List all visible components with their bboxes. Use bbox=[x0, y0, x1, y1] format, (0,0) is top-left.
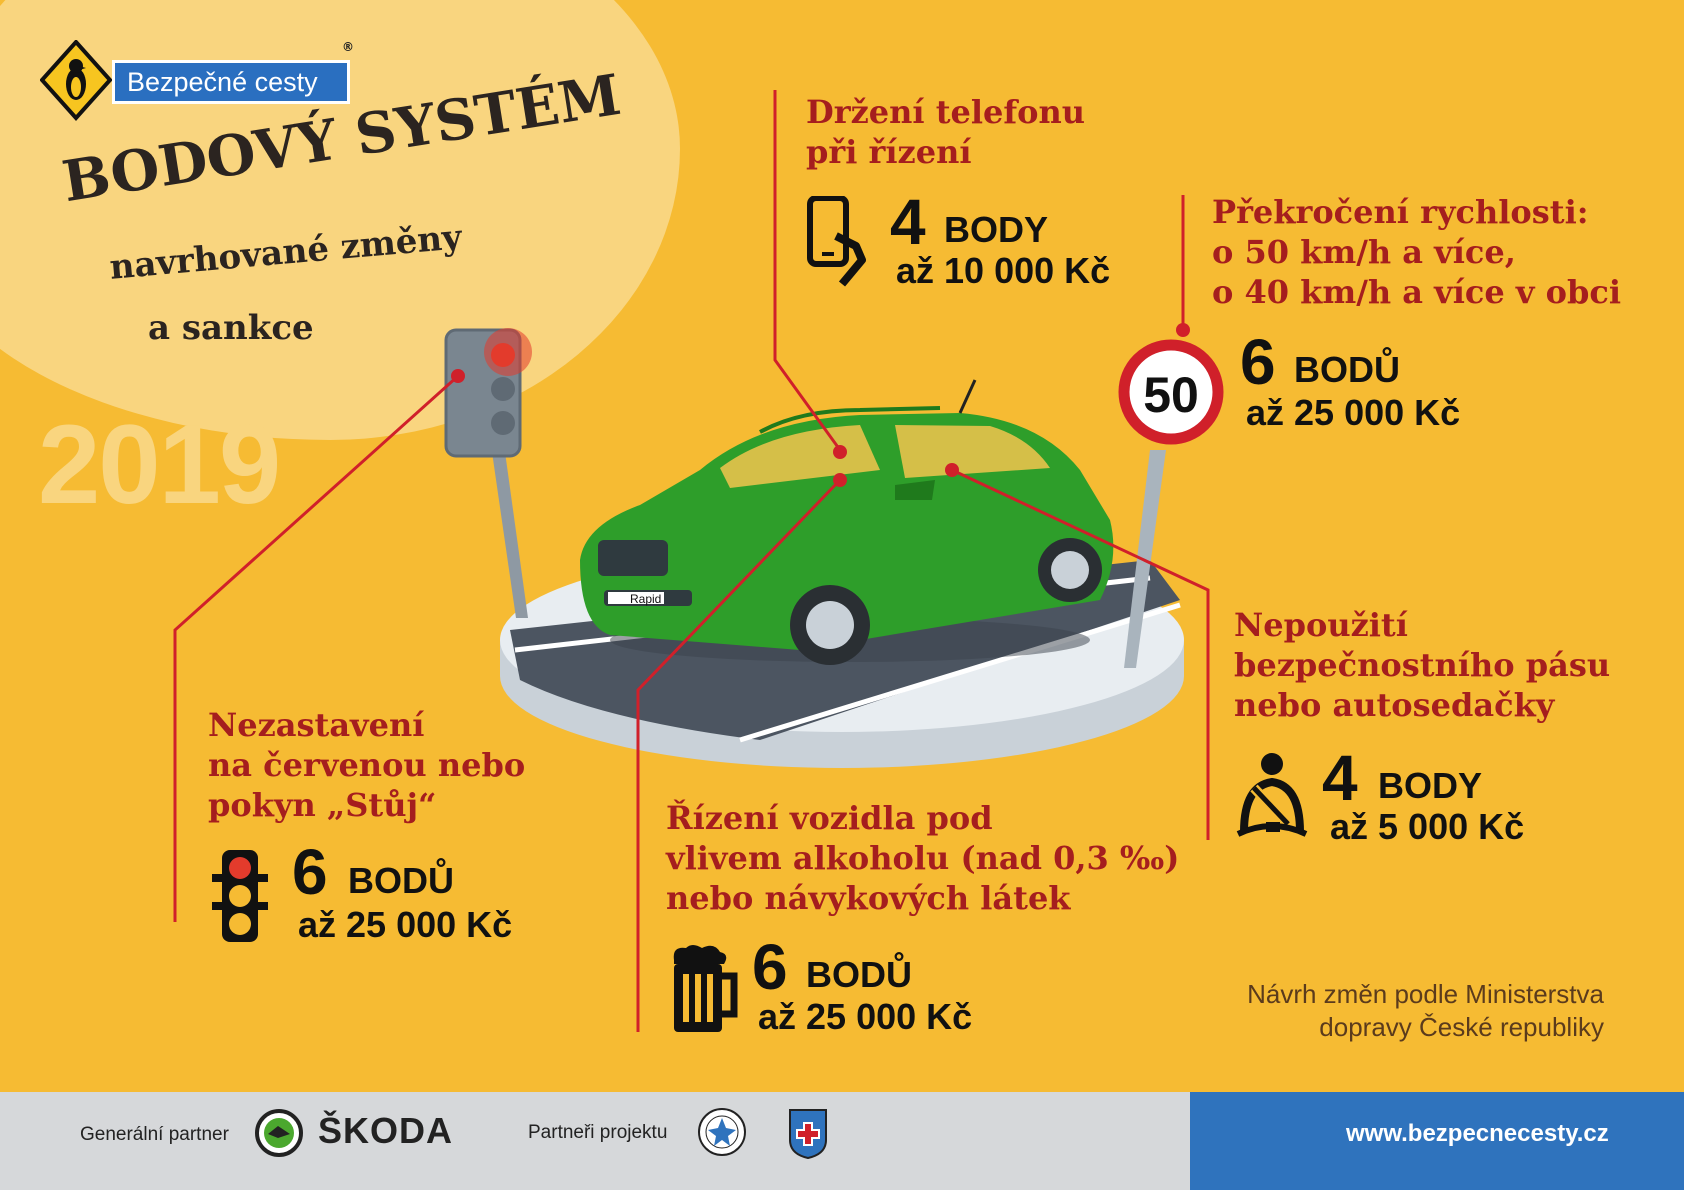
offense-alcohol-heading-line: vlivem alkoholu (nad 0,3 ‰) bbox=[666, 839, 1180, 877]
speed-sign-value: 50 bbox=[1143, 367, 1199, 423]
offense-speed-points-unit: BODŮ bbox=[1294, 349, 1400, 390]
website-link[interactable]: www.bezpecnecesty.cz bbox=[1346, 1120, 1609, 1147]
car-illustration bbox=[580, 379, 1114, 665]
traffic-light-illustration bbox=[444, 328, 532, 618]
offense-seatbelt-heading-line: Nepoužití bbox=[1234, 606, 1408, 644]
offense-alcohol-points: 6 bbox=[752, 931, 788, 1003]
offense-alcohol-heading-line: nebo návykových látek bbox=[666, 879, 1071, 917]
general-partner-label: Generální partner bbox=[80, 1124, 229, 1145]
offense-alcohol-heading: Řízení vozidla pod vlivem alkoholu (nad … bbox=[666, 798, 1179, 918]
offense-speed-fine: až 25 000 Kč bbox=[1246, 392, 1461, 433]
offense-red-light-points: 6 bbox=[292, 836, 328, 908]
footer-partners-bar bbox=[0, 1092, 1190, 1190]
speed-limit-sign-icon: 50 bbox=[1118, 339, 1224, 445]
offense-phone-heading-line: Držení telefonu bbox=[806, 93, 1085, 131]
partners-label: Partneři projektu bbox=[528, 1122, 668, 1143]
offense-red-light-fine: až 25 000 Kč bbox=[298, 904, 513, 945]
skoda-logo-icon[interactable] bbox=[254, 1108, 304, 1158]
source-note-line: dopravy České republiky bbox=[1319, 1012, 1604, 1042]
offense-red-light-heading-line: pokyn „Stůj“ bbox=[208, 786, 437, 824]
offense-speed-heading-line: o 40 km/h a více v obci bbox=[1212, 273, 1621, 311]
pointer-lines bbox=[173, 90, 1210, 1032]
offense-speed-heading-line: Překročení rychlosti: bbox=[1212, 193, 1589, 231]
beer-mug-icon bbox=[673, 945, 738, 1032]
penguin-warning-sign-icon bbox=[40, 40, 112, 121]
footer-url-bar bbox=[1190, 1092, 1684, 1190]
offense-red-light-points-unit: BODŮ bbox=[348, 860, 454, 901]
source-note-line: Návrh změn podle Ministerstva bbox=[1247, 979, 1604, 1009]
year-watermark: 2019 bbox=[38, 402, 281, 527]
offense-alcohol-fine: až 25 000 Kč bbox=[758, 996, 973, 1037]
offense-speed-points: 6 bbox=[1240, 326, 1276, 398]
offense-seatbelt-heading-line: bezpečnostního pásu bbox=[1234, 646, 1611, 684]
general-partner-name[interactable]: ŠKODA bbox=[318, 1110, 454, 1151]
offense-red-light-heading-line: Nezastavení bbox=[208, 706, 425, 744]
pointer-dots bbox=[451, 323, 1190, 487]
offense-red-light-heading-line: na červenou nebo bbox=[208, 746, 526, 784]
offense-alcohol-points-unit: BODŮ bbox=[806, 954, 912, 995]
subtitle-line-2: a sankce bbox=[148, 308, 314, 348]
offense-seatbelt-heading: Nepoužití bezpečnostního pásu nebo autos… bbox=[1234, 605, 1610, 725]
offense-phone-points-unit: BODY bbox=[944, 209, 1049, 250]
source-note: Návrh změn podle Ministerstva dopravy Če… bbox=[1218, 978, 1604, 1044]
offense-phone-points: 4 bbox=[890, 186, 926, 258]
offense-seatbelt-points: 4 bbox=[1322, 742, 1358, 814]
traffic-light-icon bbox=[212, 850, 268, 942]
rescue-service-badge-icon[interactable] bbox=[786, 1106, 830, 1160]
offense-seatbelt-points-unit: BODY bbox=[1378, 765, 1483, 806]
offense-speed-heading: Překročení rychlosti: o 50 km/h a více, … bbox=[1212, 192, 1621, 312]
offense-phone-heading-line: při řízení bbox=[806, 133, 972, 171]
offense-alcohol-heading-line: Řízení vozidla pod bbox=[666, 799, 993, 837]
car-badge: Rapid bbox=[630, 592, 661, 606]
offense-seatbelt-fine: až 5 000 Kč bbox=[1330, 806, 1525, 847]
seatbelt-icon bbox=[1236, 753, 1308, 837]
offense-speed-heading-line: o 50 km/h a více, bbox=[1212, 233, 1516, 271]
offense-phone-fine: až 10 000 Kč bbox=[896, 250, 1111, 291]
offense-seatbelt-heading-line: nebo autosedačky bbox=[1234, 686, 1555, 724]
offense-phone-heading: Držení telefonu při řízení bbox=[806, 92, 1085, 172]
phone-hand-icon bbox=[807, 196, 866, 287]
brand-logo[interactable]: Bezpečné cesty bbox=[112, 60, 350, 104]
police-badge-icon[interactable] bbox=[696, 1106, 748, 1158]
registered-mark: ® bbox=[342, 40, 354, 54]
offense-red-light-heading: Nezastavení na červenou nebo pokyn „Stůj… bbox=[208, 705, 525, 825]
